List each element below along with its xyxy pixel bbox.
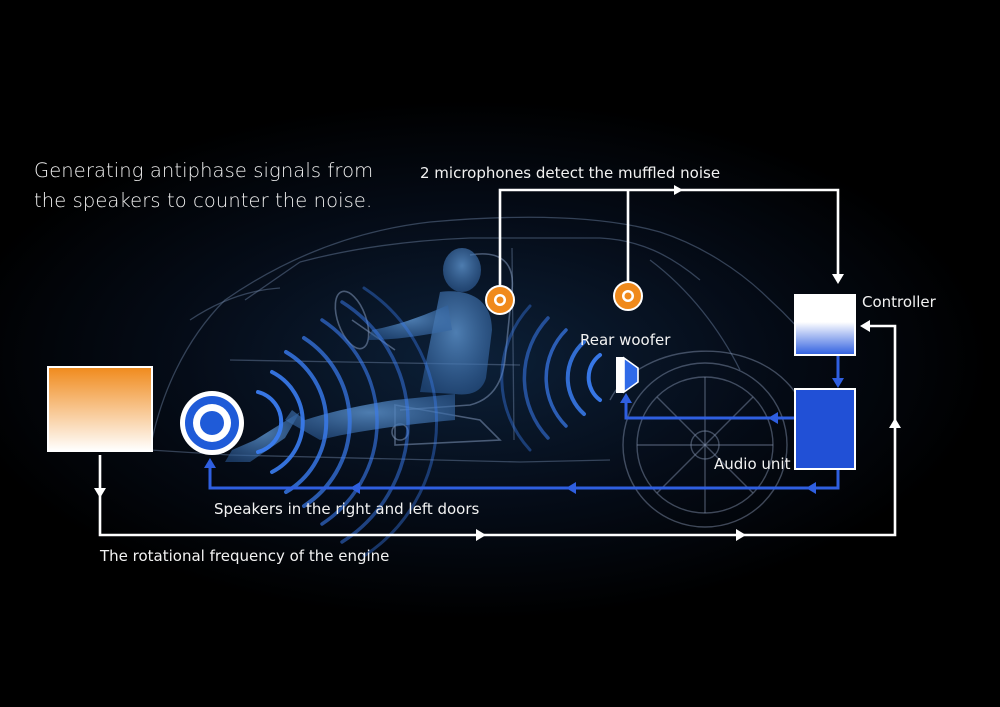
rear-woofer-icon <box>616 356 639 394</box>
arrow-into-controller <box>832 274 844 284</box>
arrow-up-right <box>889 418 901 428</box>
car-outline <box>149 216 819 463</box>
headline-line-1: Generating antiphase signals from <box>34 159 374 182</box>
arrow-into-controller-side <box>860 320 870 332</box>
engine-label: The rotational frequency of the engine <box>100 547 390 565</box>
microphone-icon-front <box>485 285 515 315</box>
rear-wheel <box>609 350 801 528</box>
engine-block <box>47 366 153 452</box>
audio-unit-block <box>794 388 856 470</box>
microphones-label: 2 microphones detect the muffled noise <box>420 164 721 182</box>
microphone-signal-line <box>498 188 840 286</box>
headline-line-2: the speakers to counter the noise. <box>34 189 373 212</box>
audio-output-lines <box>208 356 840 490</box>
speakers-label: Speakers in the right and left doors <box>214 500 480 518</box>
arrow-right-bottom-1 <box>476 529 486 541</box>
arrow-left-2 <box>566 482 576 494</box>
microphone-icon-rear <box>613 281 643 311</box>
controller-label: Controller <box>862 293 936 311</box>
audio-unit-label: Audio unit <box>714 455 791 473</box>
door-speaker-icon <box>180 391 244 455</box>
arrow-down-engine <box>94 488 106 498</box>
engine-signal-line <box>98 324 897 537</box>
arrow-left-3 <box>350 482 360 494</box>
arrow-left-1 <box>806 482 816 494</box>
arrow-up-woofer <box>620 393 632 403</box>
headline: Generating antiphase signals from the sp… <box>34 156 373 216</box>
arrow-into-audio-unit <box>832 378 844 388</box>
rear-woofer-label: Rear woofer <box>580 331 671 349</box>
arrow-up-speaker <box>204 458 216 468</box>
controller-block <box>794 294 856 356</box>
woofer-sound-waves <box>500 304 602 452</box>
arrow-right-top <box>674 185 683 195</box>
arrow-to-woofer <box>768 412 778 424</box>
arrow-right-bottom-2 <box>736 529 746 541</box>
